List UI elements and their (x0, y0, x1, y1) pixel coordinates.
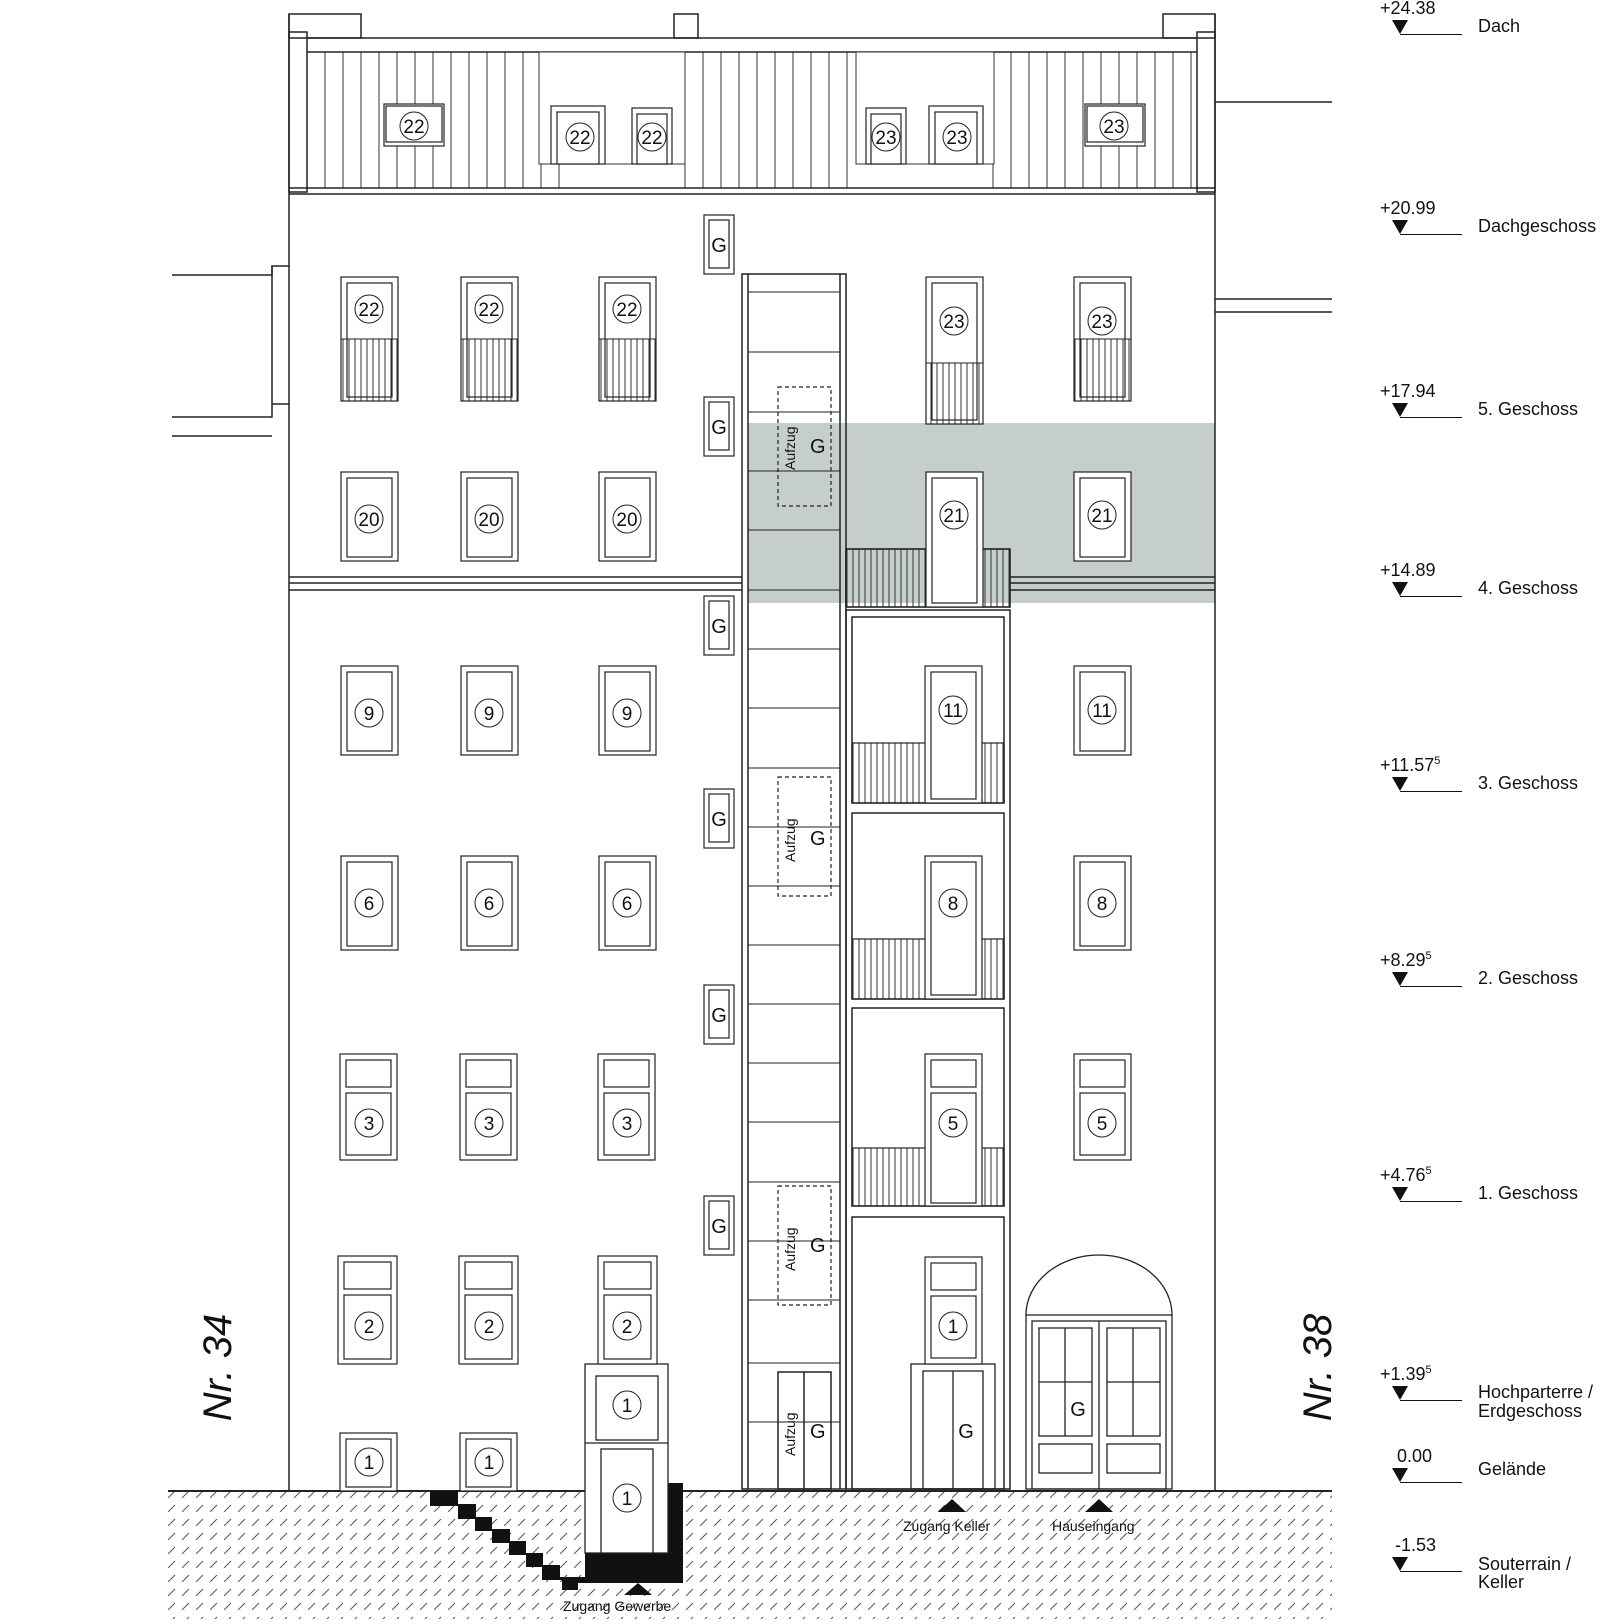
svg-text:6: 6 (622, 894, 633, 915)
svg-text:1: 1 (484, 1453, 495, 1474)
level-value: +24.38 (1380, 0, 1436, 18)
svg-text:23: 23 (1103, 117, 1124, 138)
level-triangle-icon (1392, 582, 1408, 596)
level-triangle-icon (1392, 1557, 1408, 1571)
building-outline (288, 13, 1216, 1491)
svg-text:G: G (711, 809, 727, 831)
svg-text:23: 23 (1091, 312, 1112, 333)
level-triangle-icon (1392, 220, 1408, 234)
svg-text:20: 20 (358, 510, 379, 531)
svg-text:11: 11 (1092, 701, 1112, 722)
svg-text:G: G (810, 1421, 826, 1443)
shaft-g-labels: G G G G (810, 436, 826, 1443)
roof-cladding (324, 51, 1192, 188)
stairwell-g-labels: G G G G G G (711, 235, 727, 1238)
svg-text:Aufzug: Aufzug (782, 426, 798, 470)
svg-text:9: 9 (622, 704, 633, 725)
svg-text:6: 6 (364, 894, 375, 915)
svg-text:22: 22 (358, 300, 379, 321)
neighbour-right-label: Nr. 38 (1296, 1313, 1341, 1422)
commercial-door (584, 1363, 669, 1554)
neighbour-left-label: Nr. 34 (196, 1313, 241, 1422)
svg-text:2: 2 (622, 1317, 633, 1338)
house-entrance-door (1025, 1254, 1173, 1490)
level-triangle-icon (1392, 1386, 1408, 1400)
svg-text:23: 23 (946, 128, 967, 149)
entrance-g-label: G (1070, 1399, 1086, 1421)
svg-text:9: 9 (484, 704, 495, 725)
svg-text:3: 3 (484, 1114, 495, 1135)
neighbour-right-outline (1215, 101, 1332, 313)
level-triangle-icon (1392, 777, 1408, 791)
svg-text:G: G (711, 616, 727, 638)
svg-text:Aufzug: Aufzug (782, 818, 798, 862)
svg-text:G: G (711, 235, 727, 257)
svg-text:22: 22 (641, 128, 662, 149)
level-triangle-icon (1392, 972, 1408, 986)
access-commercial-label: Zugang Gewerbe (563, 1598, 672, 1614)
stairwell-windows (703, 214, 735, 1256)
svg-text:20: 20 (478, 510, 499, 531)
svg-text:3: 3 (622, 1114, 633, 1135)
svg-text:5: 5 (1097, 1114, 1108, 1135)
ground-hatch (168, 1491, 1332, 1619)
svg-text:3: 3 (364, 1114, 375, 1135)
level-triangle-icon (1392, 403, 1408, 417)
unit-circles (354, 111, 1129, 1513)
svg-text:8: 8 (1097, 894, 1108, 915)
cellar-door (910, 1363, 996, 1490)
neighbour-left-outline (172, 265, 289, 437)
svg-text:Aufzug: Aufzug (782, 1227, 798, 1271)
svg-text:5: 5 (948, 1114, 959, 1135)
svg-text:1: 1 (622, 1396, 633, 1417)
svg-text:6: 6 (484, 894, 495, 915)
svg-text:9: 9 (364, 704, 375, 725)
cellar-g-label: G (958, 1421, 974, 1443)
svg-text:1: 1 (622, 1489, 633, 1510)
level-triangle-icon (1392, 1187, 1408, 1201)
svg-text:23: 23 (943, 312, 964, 333)
svg-text:22: 22 (616, 300, 637, 321)
svg-text:G: G (810, 436, 826, 458)
svg-text:2: 2 (484, 1317, 495, 1338)
svg-text:Aufzug: Aufzug (782, 1412, 798, 1456)
access-house-label: Hauseingang (1052, 1518, 1135, 1534)
level-triangle-icon (1392, 1468, 1408, 1482)
svg-text:1: 1 (364, 1453, 375, 1474)
svg-text:23: 23 (875, 128, 896, 149)
svg-text:2: 2 (364, 1317, 375, 1338)
french-balconies (340, 338, 1132, 425)
svg-text:G: G (810, 1235, 826, 1257)
svg-text:11: 11 (943, 701, 963, 722)
svg-text:G: G (810, 828, 826, 850)
svg-text:G: G (711, 417, 727, 439)
svg-text:G: G (711, 1005, 727, 1027)
shaft-labels: Aufzug Aufzug Aufzug Aufzug (782, 426, 798, 1456)
svg-text:21: 21 (1091, 506, 1112, 527)
access-cellar-label: Zugang Keller (903, 1518, 991, 1534)
svg-text:22: 22 (569, 128, 590, 149)
svg-text:20: 20 (616, 510, 637, 531)
svg-text:22: 22 (478, 300, 499, 321)
svg-text:G: G (711, 1216, 727, 1238)
unit-numbers: 22 22 22 23 23 23 22 22 22 23 23 20 20 2… (358, 117, 1124, 1510)
level-triangle-icon (1392, 20, 1408, 34)
access-arrows (624, 1499, 1113, 1595)
commercial-access-stair (430, 1483, 683, 1590)
svg-text:8: 8 (948, 894, 959, 915)
svg-text:21: 21 (943, 506, 964, 527)
svg-text:1: 1 (948, 1317, 959, 1338)
svg-text:22: 22 (403, 117, 424, 138)
